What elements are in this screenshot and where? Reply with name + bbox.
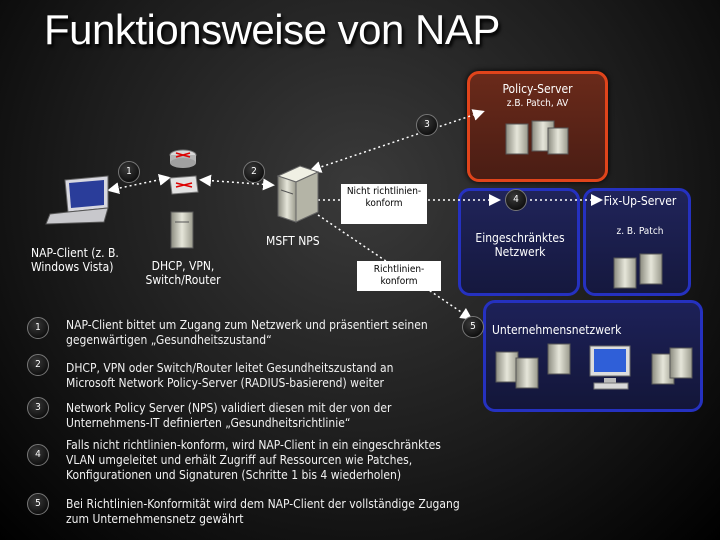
nps-server-icon [276,165,320,223]
workstation-icon [589,345,631,390]
step-2-number: 2 [27,354,49,376]
nap-client-label: NAP-Client (z. B. Windows Vista) [31,246,119,274]
step-5-text: Bei Richtlinien-Konformität wird dem NAP… [66,497,460,526]
corporate-server-icons [495,343,693,389]
msft-nps-label: MSFT NPS [266,234,320,248]
marker-4: 4 [505,189,527,211]
step-3-text: Network Policy Server (NPS) validiert di… [66,401,392,430]
fixup-server-icons [613,253,663,289]
slide-title: Funktionsweise von NAP [44,6,500,53]
access-device-label: DHCP, VPN, Switch/Router [145,259,221,287]
laptop-icon [45,175,109,225]
nps-to-policy-line [309,109,485,173]
policy-server-icons [505,120,569,155]
fixup-server-subtitle: z. B. Patch [616,226,664,237]
corporate-network-label: Unternehmensnetzwerk [492,323,622,337]
marker-3: 3 [416,114,438,136]
policy-server-subtitle: z.B. Patch, AV [506,98,569,109]
policy-server-title: Policy-Server [502,82,573,96]
step-2-text: DHCP, VPN oder Switch/Router leitet Gesu… [66,361,394,390]
marker-1: 1 [118,161,140,183]
restricted-network-label: Eingeschränktes Netzwerk [475,231,565,259]
step-5-number: 5 [27,493,49,515]
marker-2: 2 [243,161,265,183]
router-to-nps-line [199,174,275,191]
dhcp-server-icon [170,211,194,249]
fixup-server-title: Fix-Up-Server [603,194,677,208]
step-1-number: 1 [27,317,49,339]
not-compliant-box: Nicht richtlinien-konform [341,184,427,224]
step-3-number: 3 [27,397,49,419]
client-to-router-line [107,173,171,195]
router-icon [169,149,197,168]
step-4-number: 4 [27,444,49,466]
switch-icon [169,175,199,195]
marker-5: 5 [462,316,484,338]
step-4-text: Falls nicht richtlinien-konform, wird NA… [66,438,441,482]
compliant-box: Richtlinien-konform [357,261,441,291]
step-1-text: NAP-Client bittet um Zugang zum Netzwerk… [66,318,428,347]
fixup-server-zone [583,188,691,296]
